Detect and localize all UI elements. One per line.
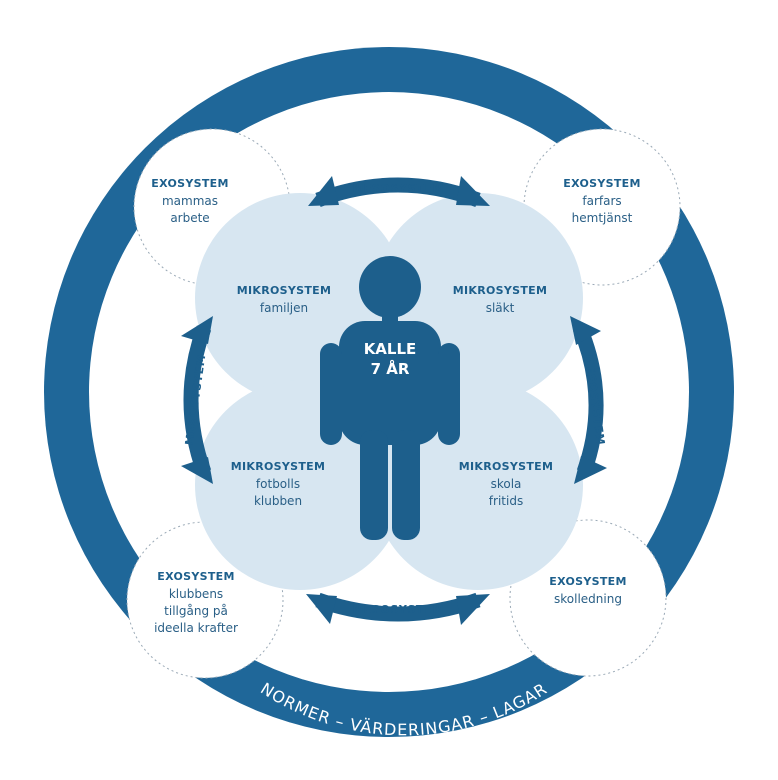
mesosystem-label-bottom: MESOSYSTEM: [352, 603, 444, 616]
exosystem-mothers-work: EXOSYSTEM mammas arbete: [151, 177, 228, 225]
mesosystem-label-top: MESOSYSTEM: [352, 182, 444, 195]
macrosystem-label: MAKROSYSTEMET: [313, 0, 466, 20]
exosystem-text: klubbens: [169, 587, 223, 601]
exosystem-grandfathers-homecare: EXOSYSTEM farfars hemtjänst: [563, 177, 640, 225]
exosystem-title: EXOSYSTEM: [549, 575, 626, 588]
exosystem-text: tillgång på: [164, 604, 228, 618]
child-figure-icon: [320, 256, 460, 540]
microsystem-football-club: MIKROSYSTEM fotbolls klubben: [231, 460, 325, 508]
exosystem-text: ideella krafter: [154, 621, 238, 635]
microsystem-title: MIKROSYSTEM: [459, 460, 553, 473]
microsystem-title: MIKROSYSTEM: [231, 460, 325, 473]
mesosystem-arrow-top: [308, 176, 490, 208]
microsystem-school: MIKROSYSTEM skola fritids: [459, 460, 553, 508]
mesosystem-arrow-left: [181, 316, 213, 484]
microsystem-text: skola: [491, 477, 522, 491]
microsystem-text: släkt: [486, 301, 515, 315]
microsystem-text: familjen: [260, 301, 308, 315]
child-age: 7 ÅR: [371, 359, 410, 378]
microsystem-title: MIKROSYSTEM: [453, 284, 547, 297]
exosystem-title: EXOSYSTEM: [563, 177, 640, 190]
exosystem-title: EXOSYSTEM: [157, 570, 234, 583]
microsystem-text: klubben: [254, 494, 302, 508]
exosystem-club-volunteers: EXOSYSTEM klubbens tillgång på ideella k…: [154, 570, 238, 635]
exosystem-text: mammas: [162, 194, 218, 208]
exosystem-text: arbete: [170, 211, 209, 225]
mesosystem-arrow-right: [570, 316, 607, 484]
microsystem-text: fotbolls: [256, 477, 300, 491]
exosystem-text: farfars: [582, 194, 621, 208]
exosystem-title: EXOSYSTEM: [151, 177, 228, 190]
exosystem-school-management: EXOSYSTEM skolledning: [549, 575, 626, 606]
microsystem-relatives: MIKROSYSTEM släkt: [453, 284, 547, 315]
mesosystem-arrow-bottom: [306, 592, 490, 625]
microsystem-title: MIKROSYSTEM: [237, 284, 331, 297]
microsystem-family: MIKROSYSTEM familjen: [237, 284, 331, 315]
microsystem-text: fritids: [489, 494, 523, 508]
child-name: KALLE: [364, 340, 417, 358]
exosystem-text: skolledning: [554, 592, 622, 606]
exosystem-text: hemtjänst: [572, 211, 633, 225]
